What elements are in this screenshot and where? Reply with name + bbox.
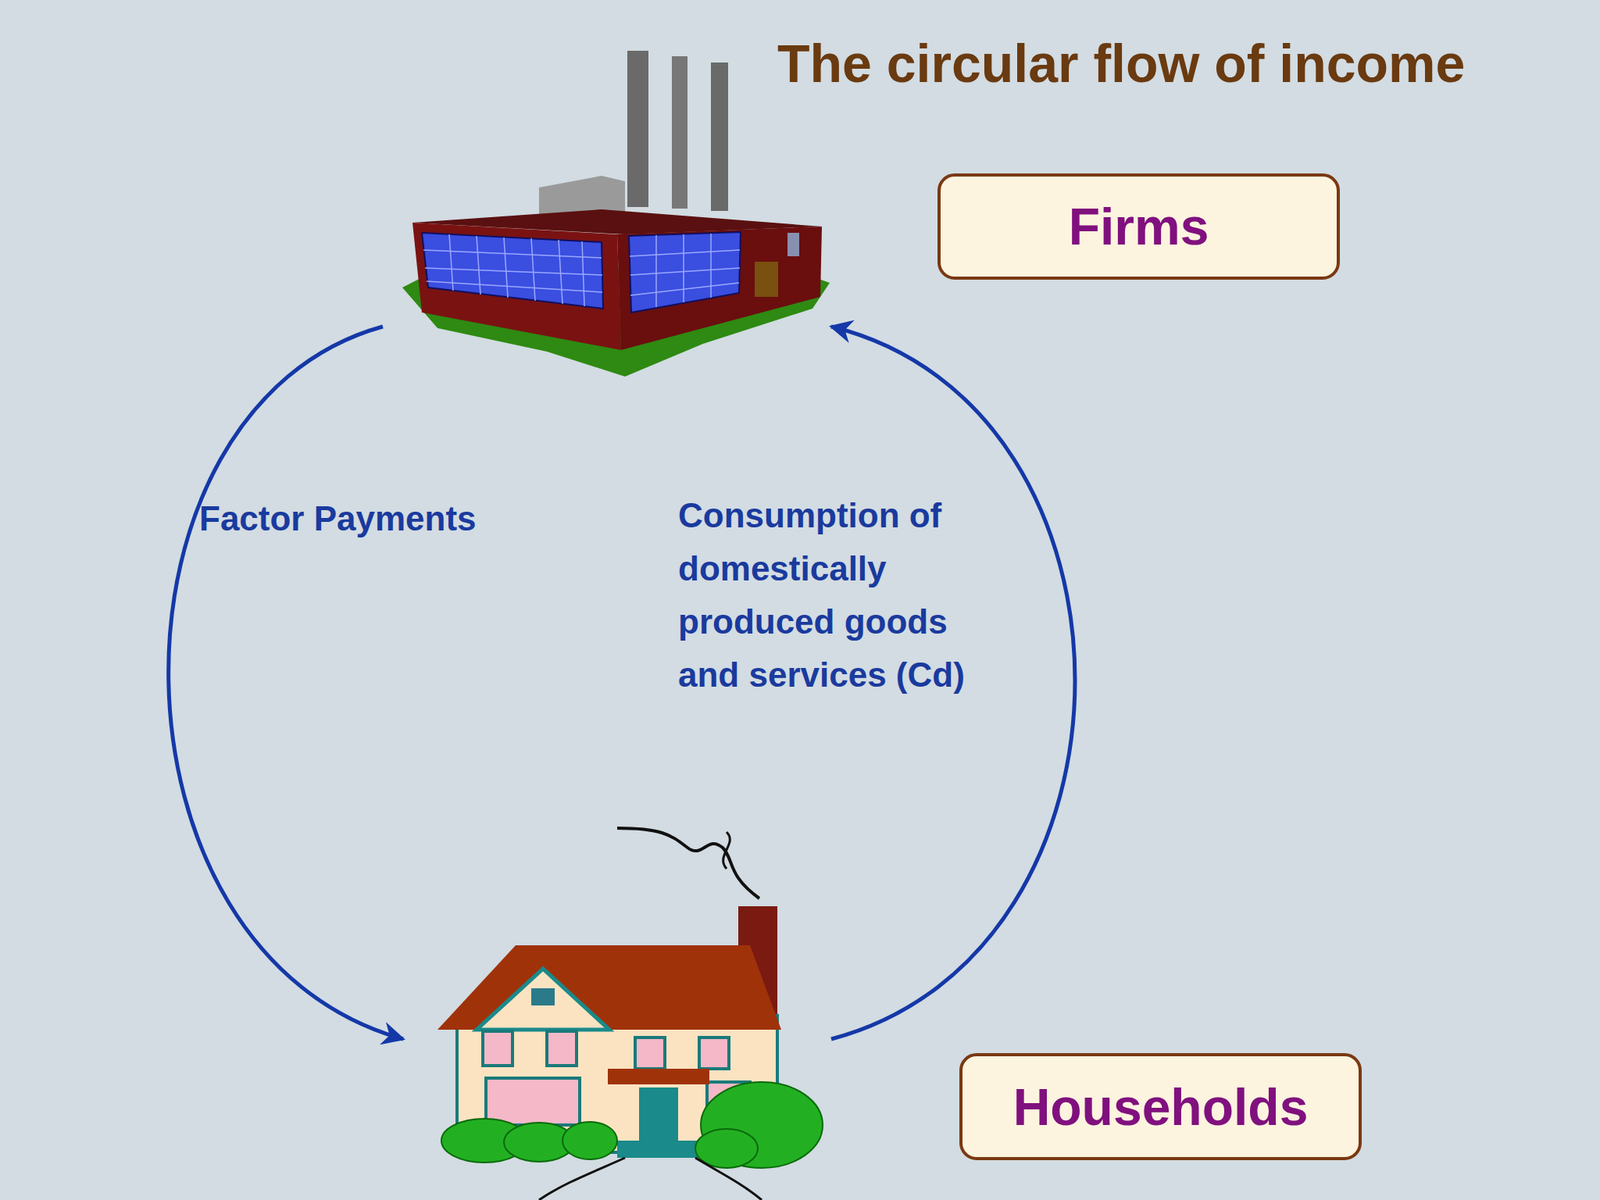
bushes	[441, 1082, 823, 1168]
sector-label: Households	[959, 1053, 1362, 1161]
flow-label: Factor Payments	[199, 492, 559, 546]
factory-window	[628, 232, 741, 313]
factory-wall	[412, 222, 622, 350]
smokestack	[627, 50, 649, 208]
chimney-smoke	[723, 832, 731, 869]
house-gable	[476, 968, 610, 1030]
factory-window	[421, 232, 604, 309]
house-door	[639, 1087, 679, 1143]
house-icon	[437, 828, 823, 1200]
factory-icon	[402, 50, 830, 377]
house-window	[531, 988, 555, 1006]
porch-steps	[617, 1140, 704, 1158]
window-grid	[423, 233, 740, 308]
diagram-title: The circular flow of income	[777, 32, 1465, 94]
sector-label: Firms	[937, 173, 1340, 280]
flow-label: Consumption of domestically produced goo…	[678, 489, 991, 702]
sector-node: Firms	[382, 46, 1340, 327]
sector-node: Households	[403, 1039, 1362, 1165]
chimney-smoke	[617, 828, 760, 899]
smokestack	[710, 62, 729, 211]
factory-small-window	[787, 232, 800, 257]
factory-door	[754, 261, 779, 297]
path-lines	[539, 1157, 762, 1200]
smokestack	[671, 56, 688, 209]
flow-arrow	[168, 326, 404, 1040]
porch-roof	[607, 1068, 710, 1085]
house-roof	[437, 945, 782, 1030]
factory-wall	[617, 226, 822, 350]
